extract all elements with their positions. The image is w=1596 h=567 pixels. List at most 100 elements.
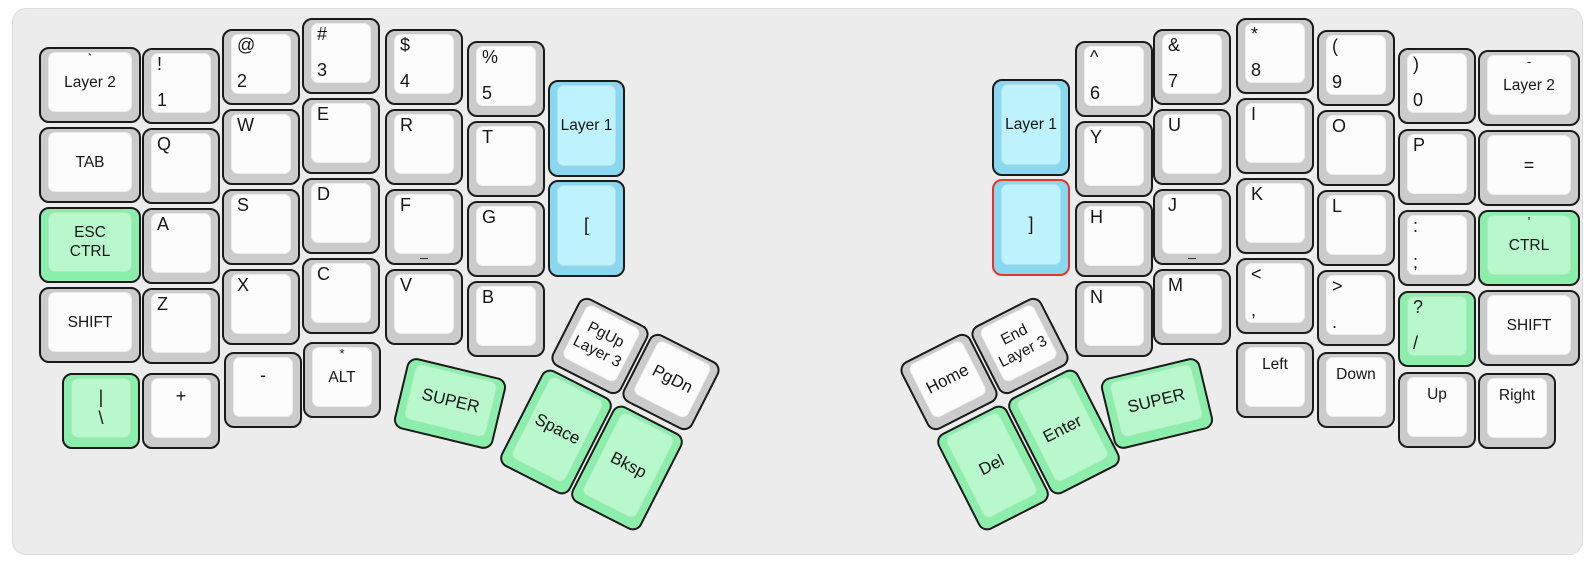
key-x-tl-label: X	[237, 275, 250, 295]
key-rparen-0[interactable]: )0	[1398, 48, 1476, 124]
key-t[interactable]: T	[467, 121, 545, 197]
key-caret-6-tl-label: ^	[1090, 47, 1099, 67]
key-question-slash[interactable]: ?/	[1398, 291, 1476, 367]
key-hash-3-top	[311, 23, 371, 83]
key-star-alt-hint-label: *	[339, 346, 345, 361]
key-d-top	[311, 183, 371, 243]
key-question-slash-tl-label: ?	[1413, 297, 1424, 317]
key-j[interactable]: J_	[1153, 189, 1231, 265]
key-hash-3-tl-label: #	[317, 24, 328, 44]
key-r[interactable]: R	[385, 109, 463, 185]
key-grave-layer2[interactable]: Layer 2`	[39, 47, 141, 123]
key-colon-semicolon[interactable]: :;	[1398, 210, 1476, 286]
key-shift-right-label: SHIFT	[1506, 316, 1552, 334]
key-star-8[interactable]: *8	[1236, 18, 1314, 94]
key-p[interactable]: P	[1398, 129, 1476, 205]
key-v[interactable]: V	[385, 269, 463, 345]
key-hash-3-bl-label: 3	[317, 60, 328, 80]
key-shift-right[interactable]: SHIFT	[1478, 290, 1580, 366]
key-up-arrow-label: Up	[1427, 386, 1447, 403]
key-down-arrow-label: Down	[1336, 366, 1376, 383]
key-f[interactable]: F_	[385, 189, 463, 265]
key-grave-layer2-hint-label: `	[87, 51, 93, 66]
key-lparen-9[interactable]: (9	[1317, 30, 1395, 106]
key-c[interactable]: C	[302, 258, 380, 334]
key-layer1-right[interactable]: Layer 1	[992, 79, 1070, 176]
key-gt-period-tl-label: >	[1332, 276, 1343, 296]
key-i-tl-label: I	[1251, 104, 1257, 124]
key-y-top	[1084, 126, 1144, 186]
key-dollar-4[interactable]: $4	[385, 29, 463, 105]
key-star-8-top	[1245, 23, 1305, 83]
key-x[interactable]: X	[222, 269, 300, 345]
key-caret-6[interactable]: ^6	[1075, 41, 1153, 117]
key-i[interactable]: I	[1236, 98, 1314, 174]
key-hash-3[interactable]: #3	[302, 18, 380, 94]
key-down-arrow[interactable]: Down	[1317, 352, 1395, 428]
key-pipe-backslash-label: \	[98, 408, 104, 428]
key-left-arrow[interactable]: Left	[1236, 342, 1314, 418]
key-g[interactable]: G	[467, 201, 545, 277]
key-right-arrow[interactable]: Right	[1478, 373, 1556, 449]
key-l[interactable]: L	[1317, 190, 1395, 266]
key-y[interactable]: Y	[1075, 121, 1153, 197]
key-equals[interactable]: =	[1478, 130, 1580, 206]
key-l-tl-label: L	[1332, 196, 1343, 216]
key-excl-1-top	[151, 53, 211, 113]
key-minus-layer2[interactable]: Layer 2-	[1478, 50, 1580, 126]
key-h[interactable]: H	[1075, 201, 1153, 277]
key-minus-layer2-top: Layer 2	[1487, 55, 1571, 115]
key-rparen-0-top	[1407, 53, 1467, 113]
key-star-alt[interactable]: ALT*	[303, 342, 381, 418]
key-q-tl-label: Q	[157, 134, 172, 154]
key-caret-6-top	[1084, 46, 1144, 106]
key-f-top	[394, 194, 454, 254]
key-left-arrow-top: Left	[1245, 347, 1305, 407]
key-z[interactable]: Z	[142, 288, 220, 364]
key-quote-ctrl[interactable]: CTRL'	[1478, 210, 1580, 286]
key-o-top	[1326, 115, 1386, 175]
key-b[interactable]: B	[467, 281, 545, 357]
key-dollar-4-bl-label: 4	[400, 71, 411, 91]
key-excl-1[interactable]: !1	[142, 48, 220, 124]
key-rbracket[interactable]: ]	[992, 179, 1070, 276]
key-gt-period[interactable]: >.	[1317, 270, 1395, 346]
key-o-tl-label: O	[1332, 116, 1347, 136]
key-d[interactable]: D	[302, 178, 380, 254]
key-a-top	[151, 213, 211, 273]
key-minus[interactable]: -	[224, 352, 302, 428]
key-lt-comma[interactable]: <,	[1236, 258, 1314, 334]
key-super-right-label: SUPER	[1125, 384, 1187, 417]
key-space-label: Space	[531, 409, 584, 449]
key-lbracket[interactable]: [	[548, 180, 625, 277]
key-w[interactable]: W	[222, 109, 300, 185]
key-shift-left[interactable]: SHIFT	[39, 287, 141, 363]
key-q[interactable]: Q	[142, 128, 220, 204]
key-s[interactable]: S	[222, 189, 300, 265]
key-super-left-top: SUPER	[403, 363, 499, 439]
key-up-arrow[interactable]: Up	[1398, 372, 1476, 448]
key-tab[interactable]: TAB	[39, 127, 141, 203]
key-a[interactable]: A	[142, 208, 220, 284]
key-k[interactable]: K	[1236, 178, 1314, 254]
key-plus[interactable]: +	[142, 373, 220, 449]
key-amp-7[interactable]: &7	[1153, 29, 1231, 105]
key-percent-5[interactable]: %5	[467, 41, 545, 117]
key-f-tl-label: F	[400, 195, 411, 215]
key-e[interactable]: E	[302, 98, 380, 174]
key-pipe-backslash[interactable]: |\	[62, 373, 140, 449]
key-m[interactable]: M	[1153, 269, 1231, 345]
key-at-2[interactable]: @2	[222, 29, 300, 105]
key-n[interactable]: N	[1075, 281, 1153, 357]
key-layer1-left[interactable]: Layer 1	[548, 80, 625, 177]
key-u-top	[1162, 114, 1222, 174]
key-h-tl-label: H	[1090, 207, 1103, 227]
key-bksp-label: Bksp	[607, 447, 650, 482]
key-dollar-4-tl-label: $	[400, 35, 411, 55]
key-enter-label: Enter	[1039, 411, 1085, 447]
key-o[interactable]: O	[1317, 110, 1395, 186]
key-u[interactable]: U	[1153, 109, 1231, 185]
key-super-left-label: SUPER	[420, 384, 482, 417]
key-lt-comma-top	[1245, 263, 1305, 323]
